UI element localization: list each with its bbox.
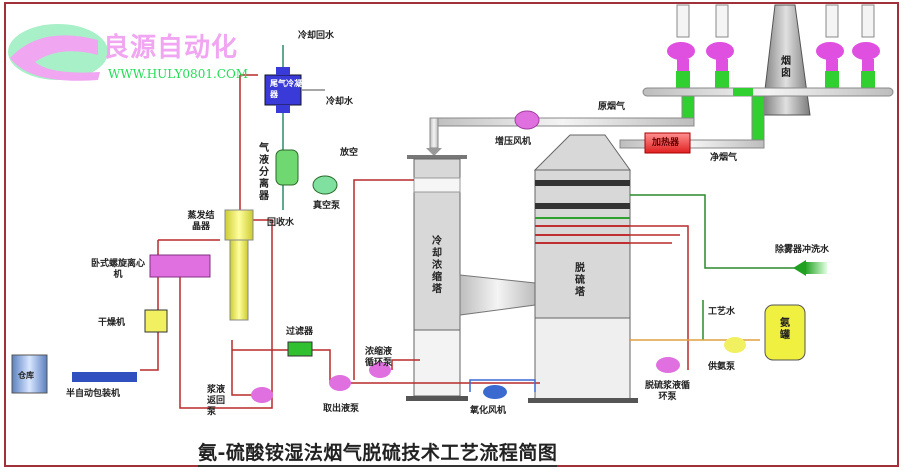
desulf-tower-icon (528, 134, 638, 403)
label-booster-fan: 增压风机 (495, 137, 532, 147)
label-cooling-return-water: 冷却回水 (298, 31, 335, 41)
label-process-water: 工艺水 (708, 307, 736, 317)
extract-pump-icon (329, 375, 351, 391)
label-vacuum-pump: 真空泵 (313, 201, 341, 211)
heater-icon (644, 132, 691, 154)
label-ammonia-tank: 氨罐 (780, 318, 790, 341)
label-dryer: 干燥机 (98, 318, 126, 328)
label-slurry-pump: 浆液返回泵 (207, 385, 226, 417)
label-gas-liquid-separator: 气液分离器 (259, 143, 269, 202)
slurry-return-pump-icon (251, 387, 273, 403)
label-filter: 过滤器 (286, 327, 314, 337)
label-demister-wash-water: 除雾器冲洗水 (775, 245, 830, 255)
label-packer: 半自动包装机 (66, 389, 121, 399)
label-heater: 加热器 (652, 138, 680, 148)
cooling-tower-icon (406, 155, 468, 401)
packer-icon (72, 372, 137, 382)
exhaust-fans (667, 4, 880, 93)
label-tail-gas-condenser: 尾气冷凝器 (270, 79, 302, 99)
label-extract-pump: 取出液泵 (323, 404, 360, 414)
centrifuge-icon (149, 254, 211, 278)
label-chimney: 烟囱 (781, 56, 791, 79)
raw-flue-gas-duct (429, 117, 695, 127)
label-vent: 放空 (340, 148, 359, 158)
booster-fan-icon (514, 110, 540, 130)
label-clean-flue-gas: 净烟气 (710, 153, 738, 163)
label-conc-circ-pump: 浓缩液循环泵 (365, 347, 393, 368)
oxidation-fan-icon (483, 385, 507, 399)
logo-url: WWW.HULY0801.COM (108, 67, 249, 81)
label-centrifuge: 卧式螺旋离心机 (90, 259, 145, 280)
logo-name: 良源自动化 (103, 33, 239, 63)
warehouse-icon (11, 354, 48, 394)
filter-icon (287, 341, 313, 357)
connecting-duct (459, 274, 536, 316)
ammonia-pump-icon (724, 337, 746, 353)
label-recovered-water: 回收水 (267, 218, 295, 228)
vacuum-pump-icon (312, 175, 338, 195)
conc-circ-pump-icon (369, 362, 391, 378)
header-duct (642, 87, 894, 97)
crystallizer-icon (224, 209, 254, 321)
label-oxidation-fan: 氧化风机 (470, 406, 507, 416)
diagram-title: 氨-硫酸铵湿法烟气脱硫技术工艺流程简图 (198, 438, 558, 467)
label-cooling-tower: 冷却浓缩塔 (432, 236, 442, 295)
label-cooling-water: 冷却水 (326, 97, 354, 107)
label-warehouse: 仓库 (18, 371, 34, 380)
desulf-pump-icon (656, 357, 680, 373)
dryer-icon (144, 309, 168, 333)
label-ammonia-pump: 供氨泵 (708, 362, 736, 372)
label-desulf-tower: 脱硫塔 (575, 263, 585, 298)
condenser-icon (264, 45, 325, 210)
label-raw-flue-gas: 原烟气 (598, 102, 626, 112)
logo-icon (8, 24, 108, 81)
label-desulf-pump: 脱硫浆液循环泵 (645, 381, 691, 402)
ammonia-tank-icon (764, 304, 806, 361)
separator-icon (275, 149, 299, 186)
label-evap-crystallizer: 蒸发结晶器 (187, 211, 215, 232)
